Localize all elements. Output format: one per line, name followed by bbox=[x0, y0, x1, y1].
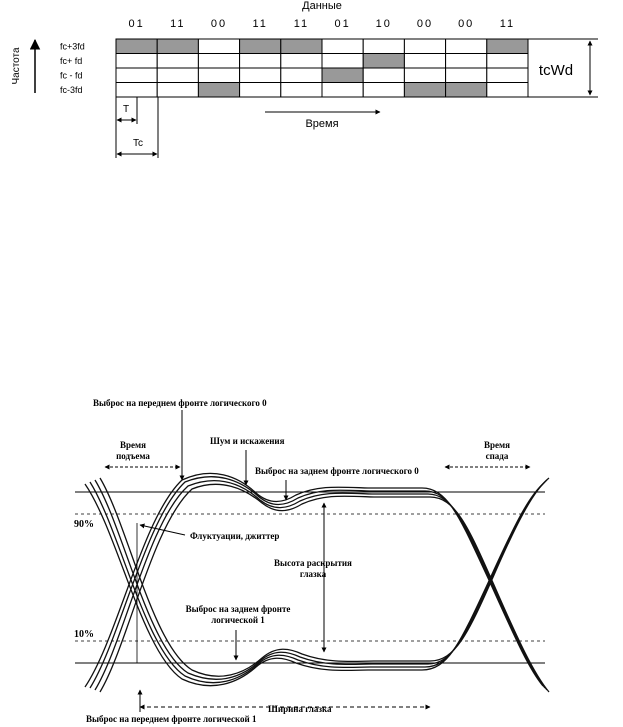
grid-cell bbox=[115, 38, 158, 54]
grid-cell bbox=[115, 53, 158, 69]
label-overshoot-leading-1: Выброс на переднем фронте логической 1 bbox=[86, 714, 257, 724]
grid-cell bbox=[445, 38, 488, 54]
grid-cell bbox=[486, 38, 529, 54]
grid-cell bbox=[403, 82, 447, 98]
grid-cell bbox=[280, 38, 323, 54]
grid-cell bbox=[239, 67, 282, 83]
label-noise: Шум и искажения bbox=[210, 436, 285, 446]
symbol-time-label: T bbox=[123, 104, 129, 115]
grid-cell bbox=[239, 53, 282, 69]
bandwidth-label: tcWd bbox=[539, 62, 573, 79]
grid-cell bbox=[156, 53, 199, 69]
grid-cell bbox=[362, 82, 405, 98]
grid-cell bbox=[362, 53, 405, 69]
eye-diagram: Выброс на переднем фронте логического 0 … bbox=[74, 398, 550, 724]
label-overshoot-leading-0: Выброс на переднем фронте логического 0 bbox=[93, 398, 267, 408]
bit-label: 00 bbox=[458, 18, 474, 30]
grid-cell bbox=[362, 38, 405, 54]
grid-cell bbox=[321, 67, 364, 83]
frequency-row-label: fc+3fd bbox=[60, 41, 85, 51]
bit-label: 11 bbox=[252, 18, 267, 30]
grid-cell bbox=[197, 53, 241, 69]
bit-label: 11 bbox=[170, 18, 185, 30]
grid-cell bbox=[445, 82, 488, 98]
frequency-row-label: fc-3fd bbox=[60, 85, 83, 95]
grid-cell bbox=[321, 38, 364, 54]
label-level-10: 10% bbox=[74, 629, 94, 640]
grid-cell bbox=[239, 38, 282, 54]
frequency-grid bbox=[115, 38, 529, 98]
frequency-row-label: fc+ fd bbox=[60, 56, 82, 66]
grid-cell bbox=[445, 67, 488, 83]
grid-cell bbox=[403, 53, 447, 69]
grid-cell bbox=[321, 82, 364, 98]
grid-cell bbox=[115, 82, 158, 98]
eye-traces bbox=[84, 472, 550, 693]
frequency-row-label: fc - fd bbox=[60, 70, 83, 80]
grid-cell bbox=[197, 82, 241, 98]
bit-label: 11 bbox=[500, 18, 515, 30]
bit-label: 11 bbox=[294, 18, 309, 30]
grid-cell bbox=[280, 53, 323, 69]
data-title: Данные bbox=[302, 0, 342, 12]
grid-cell bbox=[321, 53, 364, 69]
grid-cell bbox=[197, 38, 241, 54]
grid-cell bbox=[197, 67, 241, 83]
grid-cell bbox=[486, 82, 529, 98]
label-jitter: Флуктуации, джиттер bbox=[190, 531, 279, 541]
grid-cell bbox=[486, 67, 529, 83]
grid-cell bbox=[280, 67, 323, 83]
bit-label: 10 bbox=[376, 18, 392, 30]
jitter-arrow bbox=[139, 523, 186, 536]
label-overshoot-trailing-0: Выброс на заднем фронте логического 0 bbox=[255, 466, 419, 476]
frequency-row-labels: fc+3fd fc+ fd fc - fd fc-3fd bbox=[60, 41, 85, 95]
grid-cell bbox=[362, 67, 405, 83]
label-level-90: 90% bbox=[74, 519, 94, 530]
grid-cell bbox=[403, 67, 447, 83]
bit-label: 01 bbox=[334, 18, 350, 30]
grid-cell bbox=[486, 53, 529, 69]
fsk-diagram: Данные 01 11 00 11 11 01 10 00 00 11 fc+3fd fc+ fd… bbox=[11, 0, 598, 158]
bit-label: 00 bbox=[417, 18, 433, 30]
grid-cell bbox=[403, 38, 447, 54]
grid-cell bbox=[156, 38, 199, 54]
grid-cell bbox=[156, 67, 199, 83]
time-axis-label: Время bbox=[305, 118, 338, 130]
bit-label: 00 bbox=[211, 18, 227, 30]
grid-cell bbox=[280, 82, 323, 98]
bit-label: 01 bbox=[128, 18, 144, 30]
frequency-axis-label: Частота bbox=[11, 47, 22, 85]
grid-cell bbox=[239, 82, 282, 98]
period-label: Tc bbox=[133, 138, 143, 149]
grid-cell bbox=[156, 82, 199, 98]
grid-cell bbox=[115, 67, 158, 83]
grid-cell bbox=[445, 53, 488, 69]
label-eye-width: Ширина глазка bbox=[268, 704, 332, 714]
bit-labels: 01 11 00 11 11 01 10 00 00 11 bbox=[128, 18, 515, 30]
